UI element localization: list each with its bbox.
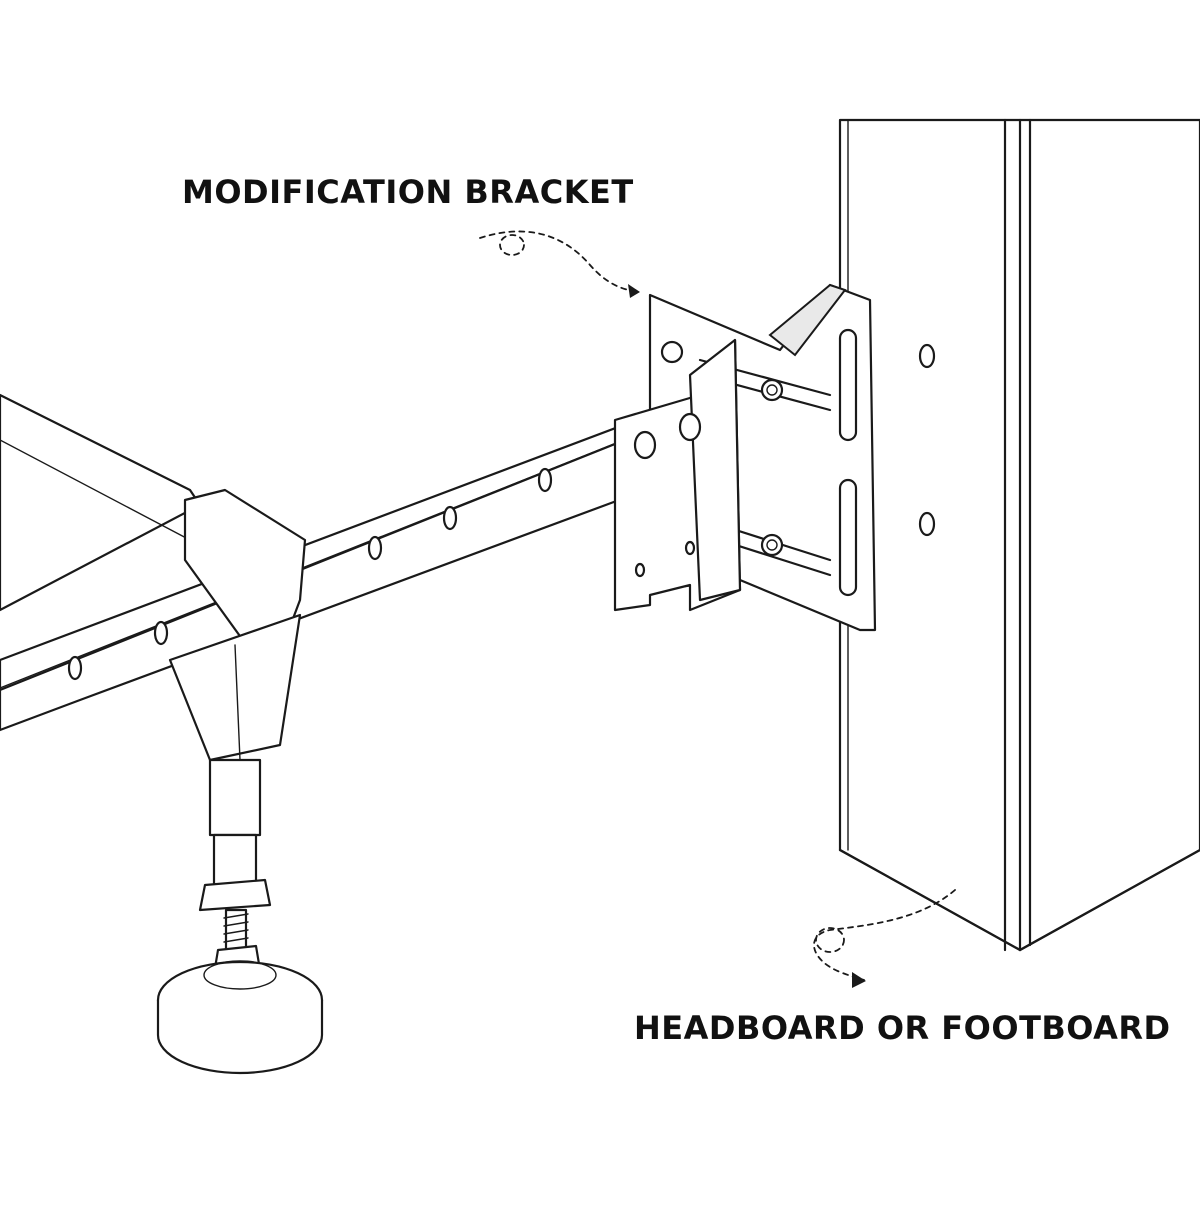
- headboard-footboard-label: HEADBOARD OR FOOTBOARD: [634, 1009, 1171, 1047]
- bracket-pointer-arrow: [479, 230, 641, 298]
- support-leg: [156, 488, 324, 1075]
- bed-rail: [0, 393, 702, 732]
- board-pointer-arrow: [813, 889, 956, 988]
- post-hole-lower: [918, 511, 936, 537]
- rail-mount-plate: [613, 338, 742, 612]
- headboard-post: [838, 118, 1200, 952]
- post-hole-upper: [918, 343, 936, 369]
- modification-bracket-label: MODIFICATION BRACKET: [182, 173, 634, 211]
